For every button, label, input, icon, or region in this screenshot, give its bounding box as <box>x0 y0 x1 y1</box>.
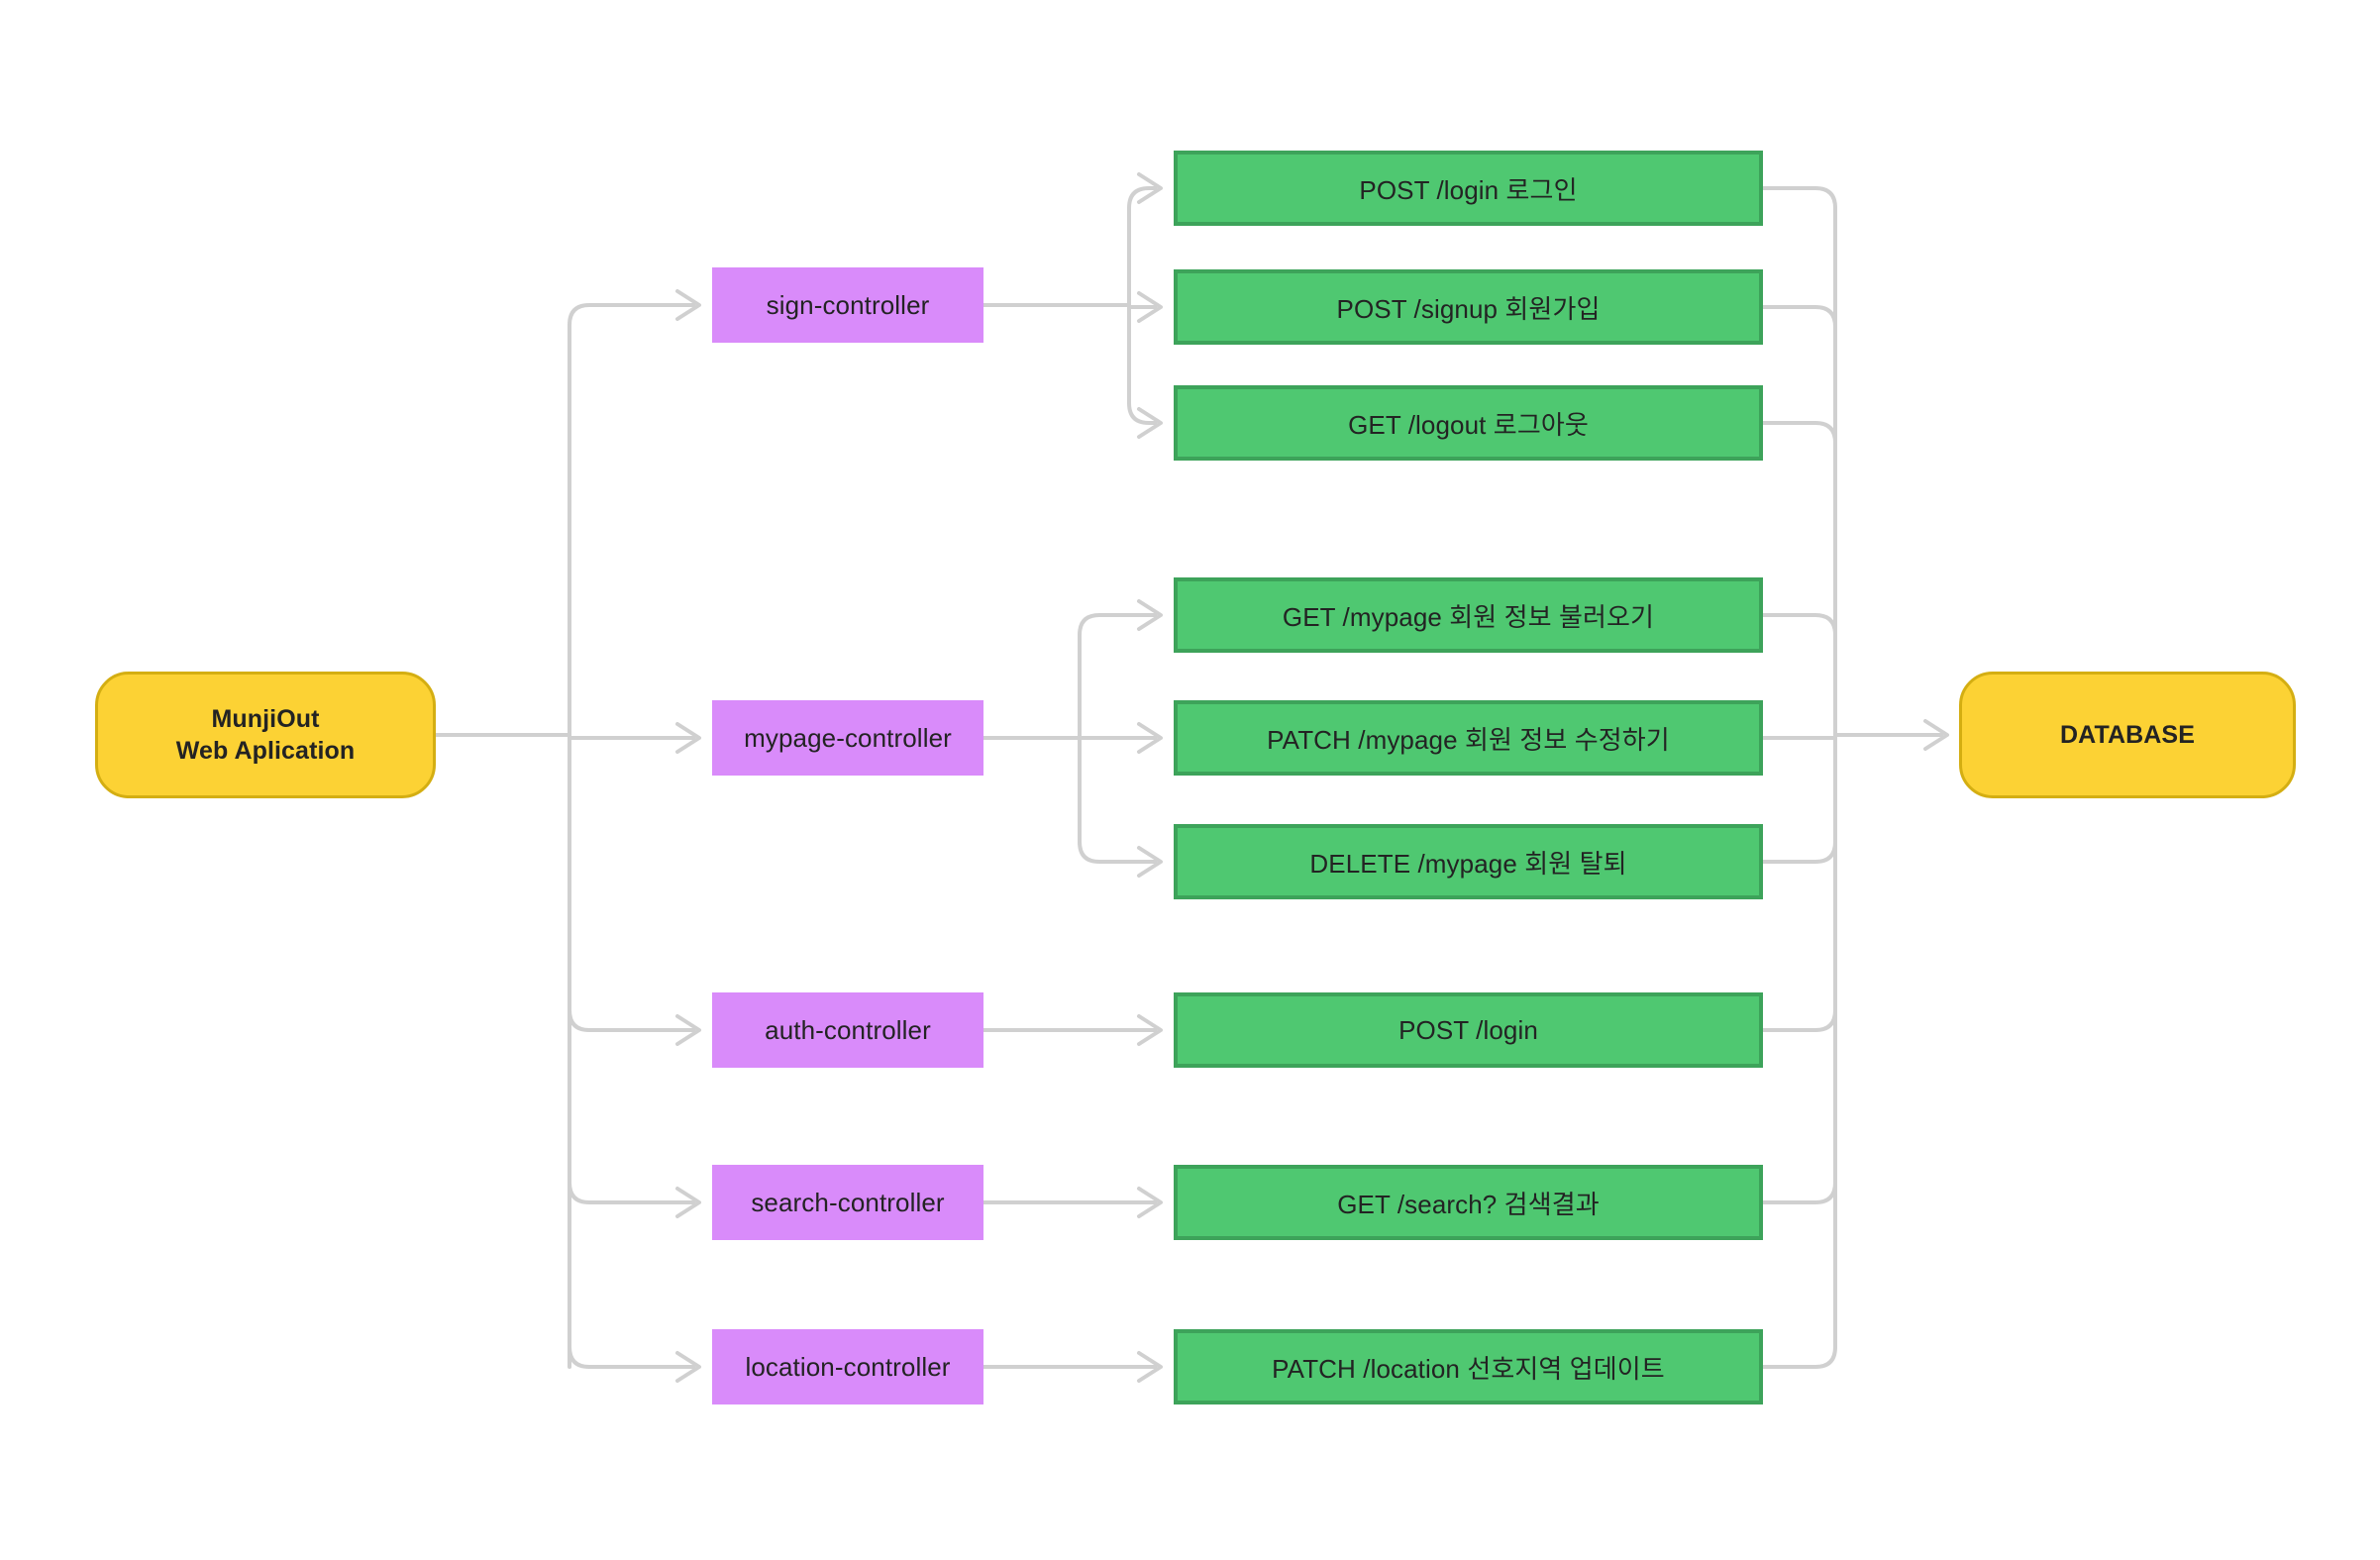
edge-patch-location-to-db <box>1761 736 1837 1369</box>
edge-mypage-to-delete <box>1078 736 1157 864</box>
controller-node-location[interactable]: location-controller <box>712 1329 983 1404</box>
edge-get-logout-to-db <box>1761 421 1837 737</box>
edge-app-to-auth-controller <box>568 736 695 1032</box>
edge-group-endpoints-to-database <box>1761 186 1949 1369</box>
controller-label-auth: auth-controller <box>765 1014 931 1045</box>
app-node[interactable]: MunjiOut Web Aplication <box>95 672 436 798</box>
endpoint-label-get-logout: GET /logout 로그아웃 <box>1348 409 1589 440</box>
edge-post-login-korean-to-db <box>1761 186 1837 737</box>
controller-label-mypage: mypage-controller <box>744 722 952 753</box>
edge-sign-to-get-logout <box>1127 305 1157 425</box>
arrow-app-to-search-controller <box>675 1187 701 1218</box>
database-node-label: DATABASE <box>2060 721 2195 749</box>
edge-app-to-location-controller <box>568 1345 695 1369</box>
edge-get-search-to-db <box>1761 736 1837 1204</box>
database-node[interactable]: DATABASE <box>1959 672 2296 798</box>
arrow-auth-to-post-login <box>1137 1014 1163 1046</box>
arrow-mypage-to-get <box>1137 599 1163 631</box>
endpoint-label-get-mypage: GET /mypage 회원 정보 불러오기 <box>1282 601 1655 632</box>
endpoint-label-post-signup: POST /signup 회원가입 <box>1336 293 1601 324</box>
endpoint-node-patch-mypage[interactable]: PATCH /mypage 회원 정보 수정하기 <box>1174 700 1763 776</box>
controller-label-location: location-controller <box>745 1351 951 1382</box>
controller-node-mypage[interactable]: mypage-controller <box>712 700 983 776</box>
endpoint-node-patch-location[interactable]: PATCH /location 선호지역 업데이트 <box>1174 1329 1763 1404</box>
edge-app-to-sign-controller <box>568 303 695 737</box>
endpoint-node-get-search[interactable]: GET /search? 검색결과 <box>1174 1165 1763 1240</box>
endpoint-label-delete-mypage: DELETE /mypage 회원 탈퇴 <box>1309 848 1627 879</box>
arrow-mypage-to-delete <box>1137 846 1163 878</box>
endpoint-label-patch-mypage: PATCH /mypage 회원 정보 수정하기 <box>1267 724 1670 755</box>
edge-post-login-to-db <box>1761 736 1837 1032</box>
controller-node-search[interactable]: search-controller <box>712 1165 983 1240</box>
endpoint-label-get-search: GET /search? 검색결과 <box>1337 1189 1600 1219</box>
controller-node-auth[interactable]: auth-controller <box>712 992 983 1068</box>
controller-label-search: search-controller <box>751 1187 945 1217</box>
endpoint-node-delete-mypage[interactable]: DELETE /mypage 회원 탈퇴 <box>1174 824 1763 899</box>
controller-label-sign: sign-controller <box>766 289 930 320</box>
controller-node-sign[interactable]: sign-controller <box>712 267 983 343</box>
arrow-app-to-location-controller <box>675 1351 701 1383</box>
endpoint-node-get-logout[interactable]: GET /logout 로그아웃 <box>1174 385 1763 461</box>
edge-group-mypage-controller-to-endpoints <box>982 599 1163 878</box>
endpoint-label-patch-location: PATCH /location 선호지역 업데이트 <box>1272 1353 1665 1384</box>
edge-delete-mypage-to-db <box>1761 736 1837 864</box>
arrow-mypage-to-patch <box>1137 722 1163 754</box>
endpoint-label-post-login-korean: POST /login 로그인 <box>1359 174 1578 205</box>
arrow-app-to-auth-controller <box>675 1014 701 1046</box>
arrow-sign-to-post-login <box>1137 172 1163 204</box>
edge-group-app-to-controllers <box>434 289 701 1383</box>
arrow-app-to-mypage-controller <box>675 722 701 754</box>
edge-post-signup-to-db <box>1761 305 1837 737</box>
endpoint-node-get-mypage[interactable]: GET /mypage 회원 정보 불러오기 <box>1174 577 1763 653</box>
app-node-label: MunjiOut Web Aplication <box>175 705 356 765</box>
endpoint-node-post-login[interactable]: POST /login <box>1174 992 1763 1068</box>
edge-group-sign-controller-to-endpoints <box>982 172 1163 439</box>
endpoint-node-post-login-korean[interactable]: POST /login 로그인 <box>1174 151 1763 226</box>
endpoint-label-post-login: POST /login <box>1398 1014 1538 1045</box>
arrow-sign-to-post-signup <box>1137 291 1163 323</box>
arrow-app-to-sign-controller <box>675 289 701 321</box>
edge-group-single-endpoints <box>982 1014 1163 1383</box>
arrow-location-to-patch-location <box>1137 1351 1163 1383</box>
arrow-trunk-to-database <box>1923 719 1949 751</box>
edge-mypage-to-get <box>1078 613 1157 740</box>
edge-app-to-search-controller <box>568 1181 695 1204</box>
arrow-sign-to-get-logout <box>1137 407 1163 439</box>
arrow-search-to-get-search <box>1137 1187 1163 1218</box>
endpoint-node-post-signup[interactable]: POST /signup 회원가입 <box>1174 269 1763 345</box>
edge-sign-to-post-login <box>1127 186 1157 307</box>
edge-get-mypage-to-db <box>1761 613 1837 737</box>
